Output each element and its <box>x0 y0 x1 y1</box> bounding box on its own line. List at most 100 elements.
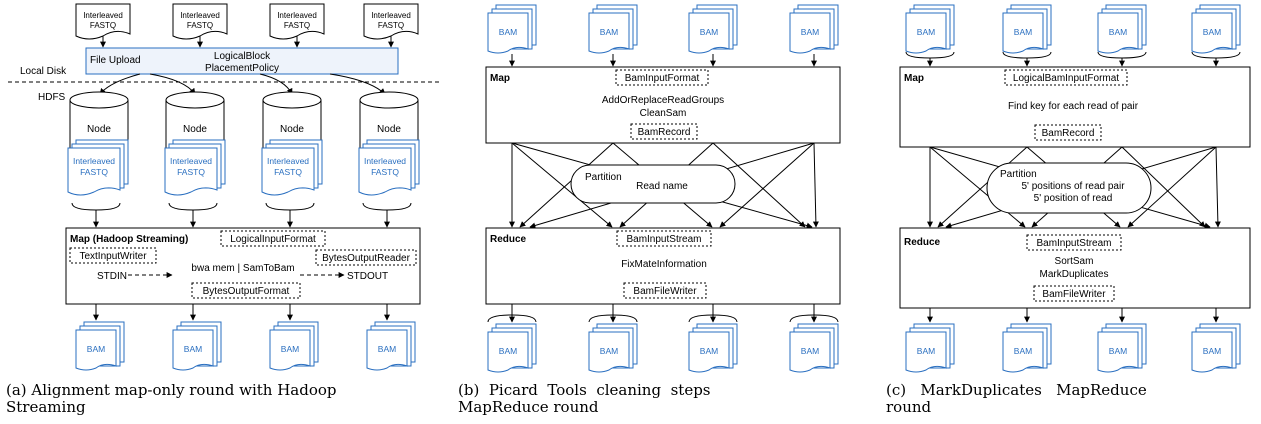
bam-input-stack: BAM <box>789 4 839 54</box>
fastq-block-line1: Interleaved <box>170 156 212 166</box>
bam-output-stack: BAM <box>789 323 839 373</box>
bam-output-stack: BAM <box>1002 323 1052 373</box>
output-brace-arrows <box>487 304 839 323</box>
partition-box <box>986 162 1152 214</box>
pipeline-label: bwa mem | SamToBam <box>191 263 294 274</box>
node-label: Node <box>87 124 111 135</box>
bam-input-stack: BAM <box>588 4 638 54</box>
bam-file-writer-box <box>623 282 707 299</box>
bam-output-stack: BAM <box>688 323 738 373</box>
fastq-block-line1: Interleaved <box>364 156 406 166</box>
bam-input-stream-box <box>616 230 712 247</box>
input-brace-arrows <box>71 202 412 228</box>
text-input-writer-box <box>69 247 157 264</box>
bam-output-stack: BAM <box>905 323 955 373</box>
map-step-add-read-groups: AddOrReplaceReadGroups <box>602 95 724 106</box>
bam-label: BAM <box>917 27 935 37</box>
bam-label: BAM <box>1014 27 1032 37</box>
reduce-step-mark-duplicates: MarkDuplicates <box>1040 269 1109 280</box>
bam-label: BAM <box>281 344 299 354</box>
bam-output-stack: BAM <box>1191 323 1241 373</box>
node-label: Node <box>183 124 207 135</box>
map-title: Map <box>904 73 924 84</box>
bam-label: BAM <box>1109 346 1127 356</box>
fastq-label-line1: Interleaved <box>371 11 411 20</box>
file-upload-box <box>85 47 399 75</box>
bam-record-label: BamRecord <box>1042 128 1095 139</box>
partition-key-read-pair: 5' positions of read pair <box>1021 181 1125 192</box>
fastq-block-line2: FASTQ <box>177 167 205 177</box>
panel-a: Interleaved FASTQ Interleaved FASTQ Inte… <box>8 3 440 371</box>
bam-label: BAM <box>184 344 202 354</box>
partition-box <box>570 164 736 204</box>
bam-input-stream-box <box>1026 234 1122 251</box>
logical-bam-input-format-label: LogicalBamInputFormat <box>1013 73 1119 84</box>
fastq-label-line1: Interleaved <box>277 11 317 20</box>
bam-label: BAM <box>600 27 618 37</box>
caption-a-line1: (a) Alignment map-only round with Hadoop <box>6 381 337 399</box>
placement-policy-line2: PlacementPolicy <box>205 63 279 74</box>
fastq-input-doc: Interleaved FASTQ <box>363 3 419 40</box>
panel-b: BAM BAM BAM BAM Map BamInputFormat AddOr… <box>485 4 841 373</box>
fastq-block-line1: Interleaved <box>73 156 115 166</box>
bam-label: BAM <box>1203 27 1221 37</box>
bam-label: BAM <box>499 27 517 37</box>
reduce-title: Reduce <box>490 234 527 245</box>
bam-input-stack: BAM <box>688 4 738 54</box>
bam-input-stack: BAM <box>1191 4 1241 54</box>
text-input-writer-label: TextInputWriter <box>79 251 147 262</box>
fastq-block-stack: Interleaved FASTQ <box>358 139 420 196</box>
hdfs-label: HDFS <box>38 92 66 103</box>
fastq-block-stack: Interleaved FASTQ <box>261 139 323 196</box>
input-brace-arrows <box>905 51 1241 67</box>
caption-a: (a) Alignment map-only round with Hadoop… <box>6 382 446 416</box>
bam-output-stack: BAM <box>487 323 537 373</box>
fastq-block-line2: FASTQ <box>371 167 399 177</box>
fastq-label-line1: Interleaved <box>180 11 220 20</box>
map-step-find-key: Find key for each read of pair <box>1008 101 1139 112</box>
bam-input-stack: BAM <box>1097 4 1147 54</box>
caption-b: (b) Picard Tools cleaning steps MapReduc… <box>458 382 868 416</box>
bam-label: BAM <box>801 346 819 356</box>
fastq-block-line1: Interleaved <box>267 156 309 166</box>
bam-file-writer-box <box>1033 285 1115 302</box>
fastq-label-line2: FASTQ <box>187 21 213 30</box>
bam-label: BAM <box>378 344 396 354</box>
bam-input-stack: BAM <box>1002 4 1052 54</box>
bam-label: BAM <box>801 27 819 37</box>
caption-b-line1: (b) Picard Tools cleaning steps <box>458 381 711 399</box>
panel-c: BAM BAM BAM BAM Map LogicalBamInputForma… <box>899 4 1251 373</box>
partition-key-read: 5' position of read <box>1034 193 1113 204</box>
bam-input-stream-label: BamInputStream <box>1036 238 1111 249</box>
fastq-block-stack: Interleaved FASTQ <box>164 139 226 196</box>
bam-label: BAM <box>700 346 718 356</box>
bam-output-stack: BAM <box>588 323 638 373</box>
bam-input-stream-label: BamInputStream <box>626 234 701 245</box>
map-streaming-title: Map (Hadoop Streaming) <box>70 234 188 245</box>
fastq-block-line2: FASTQ <box>80 167 108 177</box>
bam-output-stack: BAM <box>172 321 222 371</box>
node-label: Node <box>280 124 304 135</box>
placement-policy-line1: LogicalBlock <box>214 51 271 62</box>
fastq-block-line2: FASTQ <box>274 167 302 177</box>
reduce-step-sort-sam: SortSam <box>1055 256 1094 267</box>
logical-input-format-label: LogicalInputFormat <box>230 234 316 245</box>
partition-key-read-name: Read name <box>636 181 688 192</box>
bam-label: BAM <box>1203 346 1221 356</box>
caption-c-line1: (c) MarkDuplicates MapReduce <box>886 381 1147 399</box>
caption-b-line2: MapReduce round <box>458 398 599 416</box>
partition-label: Partition <box>585 172 622 183</box>
bam-output-stack: BAM <box>1097 323 1147 373</box>
bam-label: BAM <box>700 27 718 37</box>
bam-input-format-label: BamInputFormat <box>625 73 700 84</box>
bytes-output-reader-label: BytesOutputReader <box>322 253 410 264</box>
fastq-label-line1: Interleaved <box>83 11 123 20</box>
fastq-input-doc: Interleaved FASTQ <box>75 3 131 40</box>
bam-output-stack: BAM <box>366 321 416 371</box>
reduce-title: Reduce <box>904 237 941 248</box>
bam-label: BAM <box>499 346 517 356</box>
bam-file-writer-label: BamFileWriter <box>1042 289 1106 300</box>
figure-canvas: Interleaved FASTQ Interleaved FASTQ Inte… <box>8 3 1251 373</box>
logical-input-format-box <box>220 230 326 247</box>
fastq-block-stack: Interleaved FASTQ <box>67 139 129 196</box>
